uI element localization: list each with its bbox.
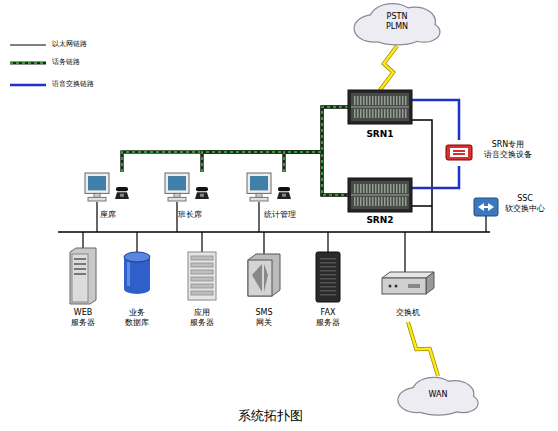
caption: 系统拓扑图 [190,408,350,424]
bus-drop [136,232,137,252]
legend-voice-dash [10,62,46,64]
workstation: 统计管理 [246,172,322,224]
bus-drop [96,202,97,232]
red-icon [446,145,472,160]
bus-drop [201,232,202,252]
srn-node: SRN2 [348,178,412,230]
wan-cloud: WAN [396,376,480,416]
monitor-icon [84,172,110,202]
bus-drop [258,202,259,232]
fax-icon [316,252,340,302]
cylinder-icon [124,252,150,294]
ssc-icon [474,198,498,216]
monitor-icon [246,172,272,202]
node-label: PSTN PLMN [377,12,417,31]
ethernet-bus [58,231,490,233]
node-label: 座席 [100,210,140,220]
sms-icon [248,254,280,296]
node-label: SRN2 [348,215,412,226]
bus-drop [176,202,177,232]
wireless-link [408,322,438,376]
network-switch: 交换机 [378,272,438,322]
phone-icon [114,186,130,200]
voice-switch-link [412,166,459,188]
rack-icon [348,90,412,124]
phone-icon [276,186,292,200]
node-label: 交换机 [378,308,438,318]
node-label: WEB 服务器 [67,308,99,327]
web-server: WEB 服务器 [60,248,106,334]
node-label: 班长席 [178,210,224,220]
voice-switch-device: SRN专用 语音交换设备 [440,140,556,166]
bus-drop [263,232,264,254]
bus-drop [82,232,83,248]
legend-line-sample [10,45,46,46]
bus-drop [327,232,328,252]
database: 业务 数据库 [114,252,160,334]
phone-icon [194,186,210,200]
node-label: FAX 服务器 [312,308,344,327]
network-cloud: PSTN PLMN [352,2,442,46]
node-label: SSC 软交换中心 [502,194,548,213]
node-label: 应用 服务器 [186,308,218,327]
monitor-icon [164,172,190,202]
voice-switch-link [412,100,459,140]
app-server: 应用 服务器 [178,252,226,334]
node-label: 统计管理 [264,210,322,220]
workstation: 班长席 [164,172,224,224]
voice-link [122,152,348,195]
workstation: 座席 [84,172,140,224]
legend-label: 话务链路 [52,58,122,66]
voice-link [202,107,348,172]
srn-node: SRN1 [348,90,412,146]
legend-voice-sample [10,62,46,65]
sms-gateway: SMS 网关 [240,252,288,334]
voice-link [122,107,348,172]
node-label: WAN [416,390,460,400]
bus-drop [485,216,486,232]
rack-icon [348,178,412,212]
node-label: SMS 网关 [248,308,280,327]
legend-blue-sample [10,84,46,87]
wireless-link [380,46,397,90]
legend-label: 以太网链路 [52,40,122,48]
bus-drop [404,232,405,272]
app-icon [188,252,216,300]
softswitch-center: SSC 软交换中心 [474,194,558,222]
voice-link [284,107,348,172]
srn-ethernet-wire [412,120,432,232]
legend-label: 语音交换链路 [52,80,122,88]
node-label: SRN1 [348,129,412,140]
voice-link [202,152,348,195]
sw-icon [382,272,434,294]
srn-ethernet-wire [412,205,432,207]
fax-server: FAX 服务器 [304,252,352,334]
voice-link [284,152,348,195]
tower-icon [70,248,96,304]
node-label: SRN专用 语音交换设备 [480,140,536,159]
node-label: 业务 数据库 [121,308,153,327]
